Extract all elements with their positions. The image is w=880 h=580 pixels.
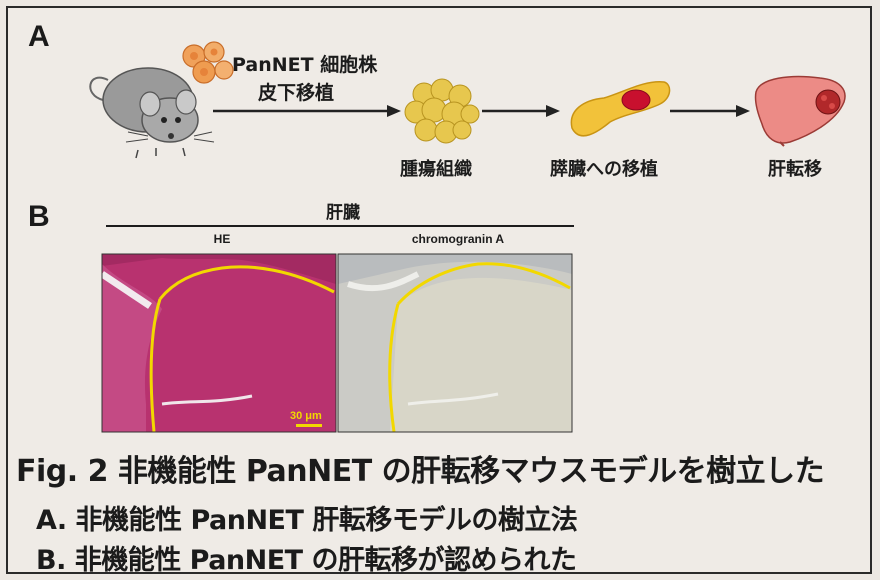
- he-stain-image: [102, 254, 336, 432]
- step-tumor-label: 腫瘍組織: [400, 155, 472, 181]
- figure-frame: A PanNET 細胞株 皮下移植: [6, 6, 872, 574]
- panel-b-letter: B: [28, 200, 50, 234]
- step-metastasis-label: 肝転移: [768, 155, 822, 181]
- organ-label: 肝臓: [326, 198, 360, 223]
- stain-cga-label: chromogranin A: [342, 232, 574, 246]
- tumor-tissue-icon: [402, 76, 482, 146]
- figure-caption-title: Fig. 2 非機能性 PanNET の肝転移マウスモデルを樹立した: [16, 446, 824, 490]
- scale-bar-label: 30 μm: [290, 410, 322, 422]
- cell-cluster-icon: [176, 38, 236, 88]
- stain-he-label: HE: [106, 232, 338, 246]
- step-pancreas-label: 膵臓への移植: [550, 155, 658, 181]
- arrow-icon: [213, 104, 403, 118]
- organ-bracket-line: [106, 225, 574, 227]
- panel-a-letter: A: [28, 20, 50, 54]
- scale-bar: [296, 424, 322, 427]
- caption-line-b: B. 非機能性 PanNET の肝転移が認められた: [36, 538, 577, 574]
- pancreas-icon: [564, 70, 674, 150]
- transplant-label: 皮下移植: [258, 78, 334, 105]
- caption-line-a: A. 非機能性 PanNET 肝転移モデルの樹立法: [36, 498, 577, 537]
- arrow-icon: [670, 104, 752, 118]
- liver-icon: [750, 72, 850, 148]
- cell-line-label: PanNET 細胞株: [232, 50, 377, 77]
- arrow-icon: [482, 104, 562, 118]
- cga-stain-image: [338, 254, 572, 432]
